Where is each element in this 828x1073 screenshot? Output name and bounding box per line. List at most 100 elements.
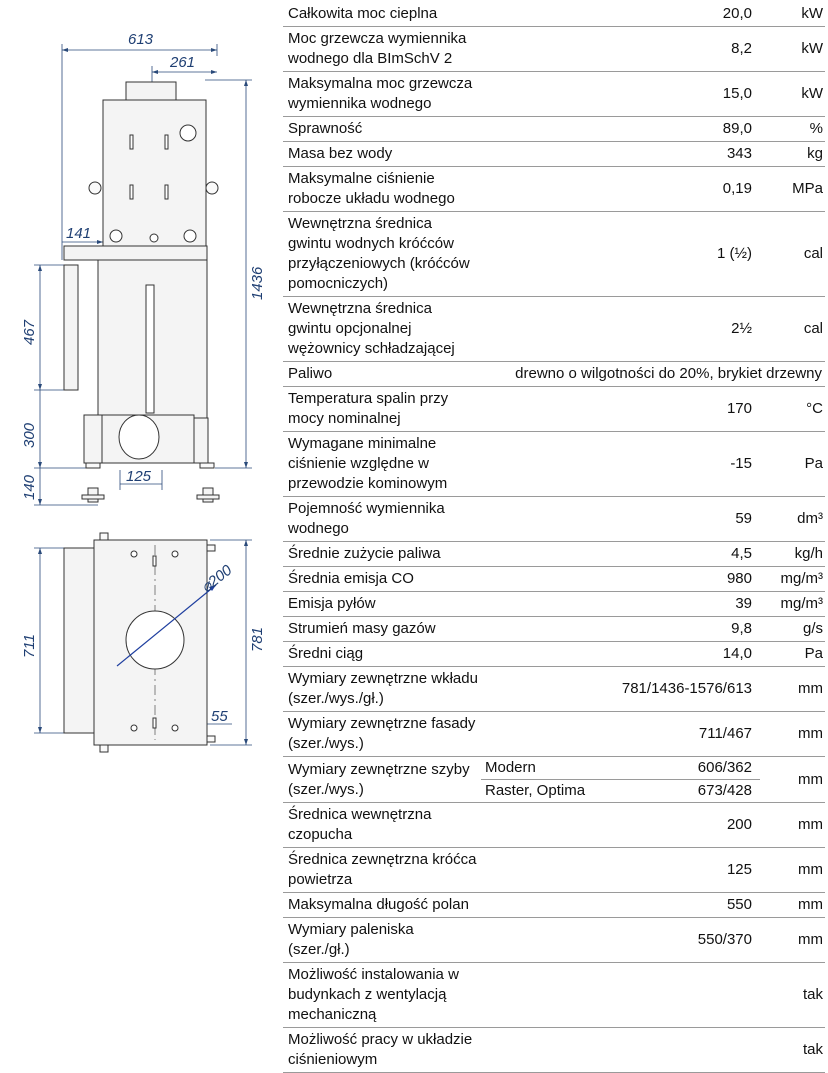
spec-label: Średnie zużycie paliwa	[283, 541, 481, 567]
dim-711-label: 711	[21, 634, 38, 658]
dim-141-label: 141	[66, 225, 91, 242]
spec-unit: tak	[760, 1027, 825, 1073]
spec-value	[481, 962, 760, 1028]
spec-unit: mm	[760, 917, 825, 963]
spec-value: 9,8	[481, 616, 760, 642]
dimension-125: 125	[119, 468, 163, 490]
spec-row: Możliwość instalowania w budynkach z wen…	[283, 962, 825, 1028]
spec-label: Paliwo	[288, 365, 333, 382]
dim-1436-label: 1436	[249, 266, 266, 300]
top-view-body: ⌀200	[63, 532, 236, 753]
spec-value: 711/467	[481, 711, 760, 757]
spec-label: Pojemność wymiennika wodnego	[283, 496, 481, 542]
spec-row: Wymiary zewnętrzne fasady (szer./wys.)71…	[283, 711, 825, 757]
spec-unit: cal	[760, 211, 825, 297]
spec-unit: cal	[760, 296, 825, 362]
spec-label: Możliwość pracy w układzie ciśnieniowym	[283, 1027, 481, 1073]
spec-value: 200	[481, 802, 760, 848]
spec-label: Średnica zewnętrzna króćca powietrza	[283, 847, 481, 893]
spec-value: -15	[481, 431, 760, 497]
spec-unit: °C	[760, 386, 825, 432]
dim-140-label: 140	[21, 474, 38, 500]
spec-unit: kg	[760, 141, 825, 167]
dim-55-label: 55	[211, 708, 228, 725]
spec-unit: mg/m³	[760, 566, 825, 592]
spec-value: 89,0	[481, 116, 760, 142]
dimension-613: 613	[61, 31, 218, 260]
spec-unit: kW	[760, 2, 825, 27]
spec-label: Możliwość instalowania w budynkach z wen…	[283, 962, 481, 1028]
dim-125-label: 125	[126, 468, 152, 485]
spec-unit: kg/h	[760, 541, 825, 567]
spec-label: Wymiary paleniska (szer./gł.)	[283, 917, 481, 963]
spec-unit: Pa	[760, 431, 825, 497]
spec-label: Wymiary zewnętrzne fasady (szer./wys.)	[283, 711, 481, 757]
spec-unit: mm	[760, 847, 825, 893]
spec-row: Paliwo drewno o wilgotności do 20%, bryki…	[283, 361, 825, 387]
spec-row: Wewnętrzna średnica gwintu wodnych króćc…	[283, 211, 825, 297]
dim-781-label: 781	[249, 627, 266, 652]
spec-unit: mg/m³	[760, 591, 825, 617]
spec-unit: mm	[760, 802, 825, 848]
spec-row: Wewnętrzna średnica gwintu opcjonalnej w…	[283, 296, 825, 362]
spec-unit: kW	[760, 26, 825, 72]
spec-value: 550/370	[481, 917, 760, 963]
glass-variant-value: 606/362	[653, 757, 760, 780]
spec-label: Wewnętrzna średnica gwintu wodnych króćc…	[283, 211, 481, 297]
spec-unit: g/s	[760, 616, 825, 642]
spec-label: Wewnętrzna średnica gwintu opcjonalnej w…	[283, 296, 481, 362]
spec-value: 14,0	[481, 641, 760, 667]
spec-label: Średni ciąg	[283, 641, 481, 667]
glass-variant-name: Raster, Optima	[485, 782, 586, 799]
spec-label: Maksymalna długość polan	[283, 892, 481, 918]
spec-unit: tak	[760, 962, 825, 1028]
spec-label: Masa bez wody	[283, 141, 481, 167]
spec-value: drewno o wilgotności do 20%, brykiet drz…	[515, 365, 822, 382]
spec-unit: Pa	[760, 641, 825, 667]
spec-value: 20,0	[481, 2, 760, 27]
dim-261-label: 261	[169, 54, 195, 71]
dimension-711: 711	[21, 547, 64, 734]
dimension-140: 140	[21, 468, 98, 506]
spec-label: Wymiary zewnętrzne wkładu (szer./wys./gł…	[283, 666, 481, 712]
spec-label: Maksymalne ciśnienie robocze układu wodn…	[283, 166, 481, 212]
side-view-body	[63, 81, 220, 503]
spec-unit: kW	[760, 71, 825, 117]
spec-value: 170	[481, 386, 760, 432]
spec-row: Wymiary zewnętrzne wkładu (szer./wys./gł…	[283, 666, 825, 712]
spec-row-fuel: Paliwo drewno o wilgotności do 20%, bryki…	[283, 361, 825, 387]
spec-row-glass: Wymiary zewnętrzne szyby (szer./wys.)Mod…	[283, 756, 825, 803]
spec-value: 59	[481, 496, 760, 542]
spec-unit: %	[760, 116, 825, 142]
spec-value: 125	[481, 847, 760, 893]
spec-value: 39	[481, 591, 760, 617]
glass-variant-value: 673/428	[697, 782, 752, 799]
spec-value: 1 (½)	[481, 211, 760, 297]
spec-row: Maksymalne ciśnienie robocze układu wodn…	[283, 166, 825, 212]
spec-row: Maksymalna moc grzewcza wymiennika wodne…	[283, 71, 825, 117]
spec-label: Strumień masy gazów	[283, 616, 481, 642]
spec-value: 2½	[481, 296, 760, 362]
dim-467-label: 467	[21, 319, 38, 345]
spec-unit: MPa	[760, 166, 825, 212]
spec-label: Moc grzewcza wymiennika wodnego dla BImS…	[283, 26, 481, 72]
spec-value: 4,5	[481, 541, 760, 567]
spec-unit: dm³	[760, 496, 825, 542]
spec-unit: mm	[760, 892, 825, 918]
spec-unit: mm	[760, 711, 825, 757]
spec-label: Emisja pyłów	[283, 591, 481, 617]
spec-label: Temperatura spalin przy mocy nominalnej	[283, 386, 481, 432]
